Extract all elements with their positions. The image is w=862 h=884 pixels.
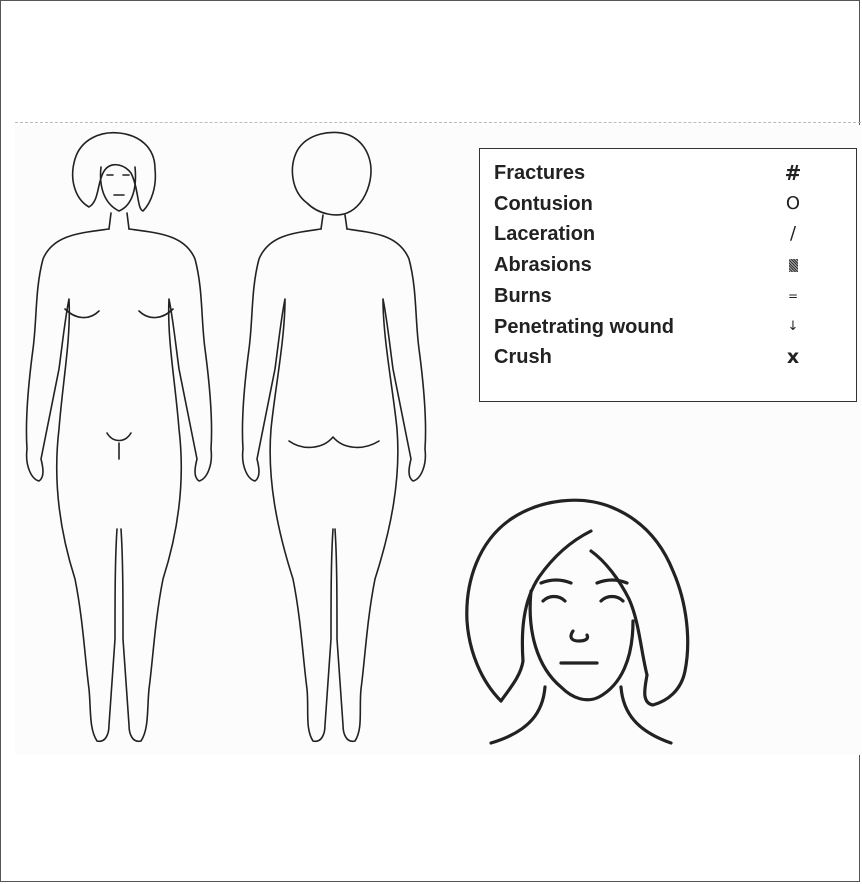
closeup-eyes bbox=[543, 597, 623, 602]
legend-row-abrasions: Abrasions bbox=[480, 250, 856, 280]
closeup-face bbox=[530, 591, 633, 700]
front-chest bbox=[65, 309, 173, 318]
legend-label-contusion: Contusion bbox=[494, 189, 593, 219]
back-left-side bbox=[242, 229, 333, 741]
fracture-symbol-icon: # bbox=[780, 158, 806, 188]
laceration-symbol-icon: / bbox=[780, 219, 806, 249]
closeup-hair-inner-left bbox=[501, 531, 591, 701]
legend-row-laceration: Laceration / bbox=[480, 219, 856, 249]
front-face bbox=[101, 167, 136, 211]
face-closeup-figure bbox=[461, 491, 701, 756]
top-divider bbox=[15, 122, 861, 123]
front-neck bbox=[109, 213, 129, 229]
front-hair bbox=[73, 133, 156, 211]
burn-symbol-icon: = bbox=[780, 281, 806, 311]
legend-label-crush: Crush bbox=[494, 342, 552, 372]
front-pelvis bbox=[107, 433, 131, 459]
legend-row-contusion: Contusion O bbox=[480, 189, 856, 219]
back-body-figure bbox=[233, 129, 433, 749]
legend-label-abrasions: Abrasions bbox=[494, 250, 592, 280]
legend-label-laceration: Laceration bbox=[494, 219, 595, 249]
back-buttocks bbox=[289, 437, 379, 447]
legend-label-burns: Burns bbox=[494, 281, 552, 311]
crush-symbol-icon: x bbox=[780, 342, 806, 372]
closeup-hair-inner-right bbox=[591, 551, 647, 675]
legend-label-penetrating-wound: Penetrating wound bbox=[494, 312, 674, 342]
front-right-side bbox=[121, 229, 212, 741]
contusion-symbol-icon: O bbox=[780, 189, 806, 219]
closeup-eyebrows bbox=[541, 580, 627, 583]
legend-row-fractures: Fractures # bbox=[480, 158, 856, 188]
legend-label-fractures: Fractures bbox=[494, 158, 585, 188]
back-neck bbox=[321, 215, 347, 229]
closeup-hair bbox=[467, 500, 688, 705]
front-left-side bbox=[26, 229, 117, 741]
injury-legend: Fractures # Contusion O Laceration / Abr… bbox=[479, 148, 857, 402]
legend-row-crush: Crush x bbox=[480, 342, 856, 372]
penetrating-wound-symbol-icon: ↓ bbox=[780, 312, 806, 342]
front-body-figure bbox=[19, 129, 219, 749]
back-right-side bbox=[335, 229, 426, 741]
legend-row-penetrating-wound: Penetrating wound ↓ bbox=[480, 312, 856, 342]
legend-row-burns: Burns = bbox=[480, 281, 856, 311]
back-head bbox=[292, 132, 371, 214]
abrasion-hatch-icon bbox=[780, 250, 806, 282]
closeup-nose bbox=[571, 631, 588, 641]
